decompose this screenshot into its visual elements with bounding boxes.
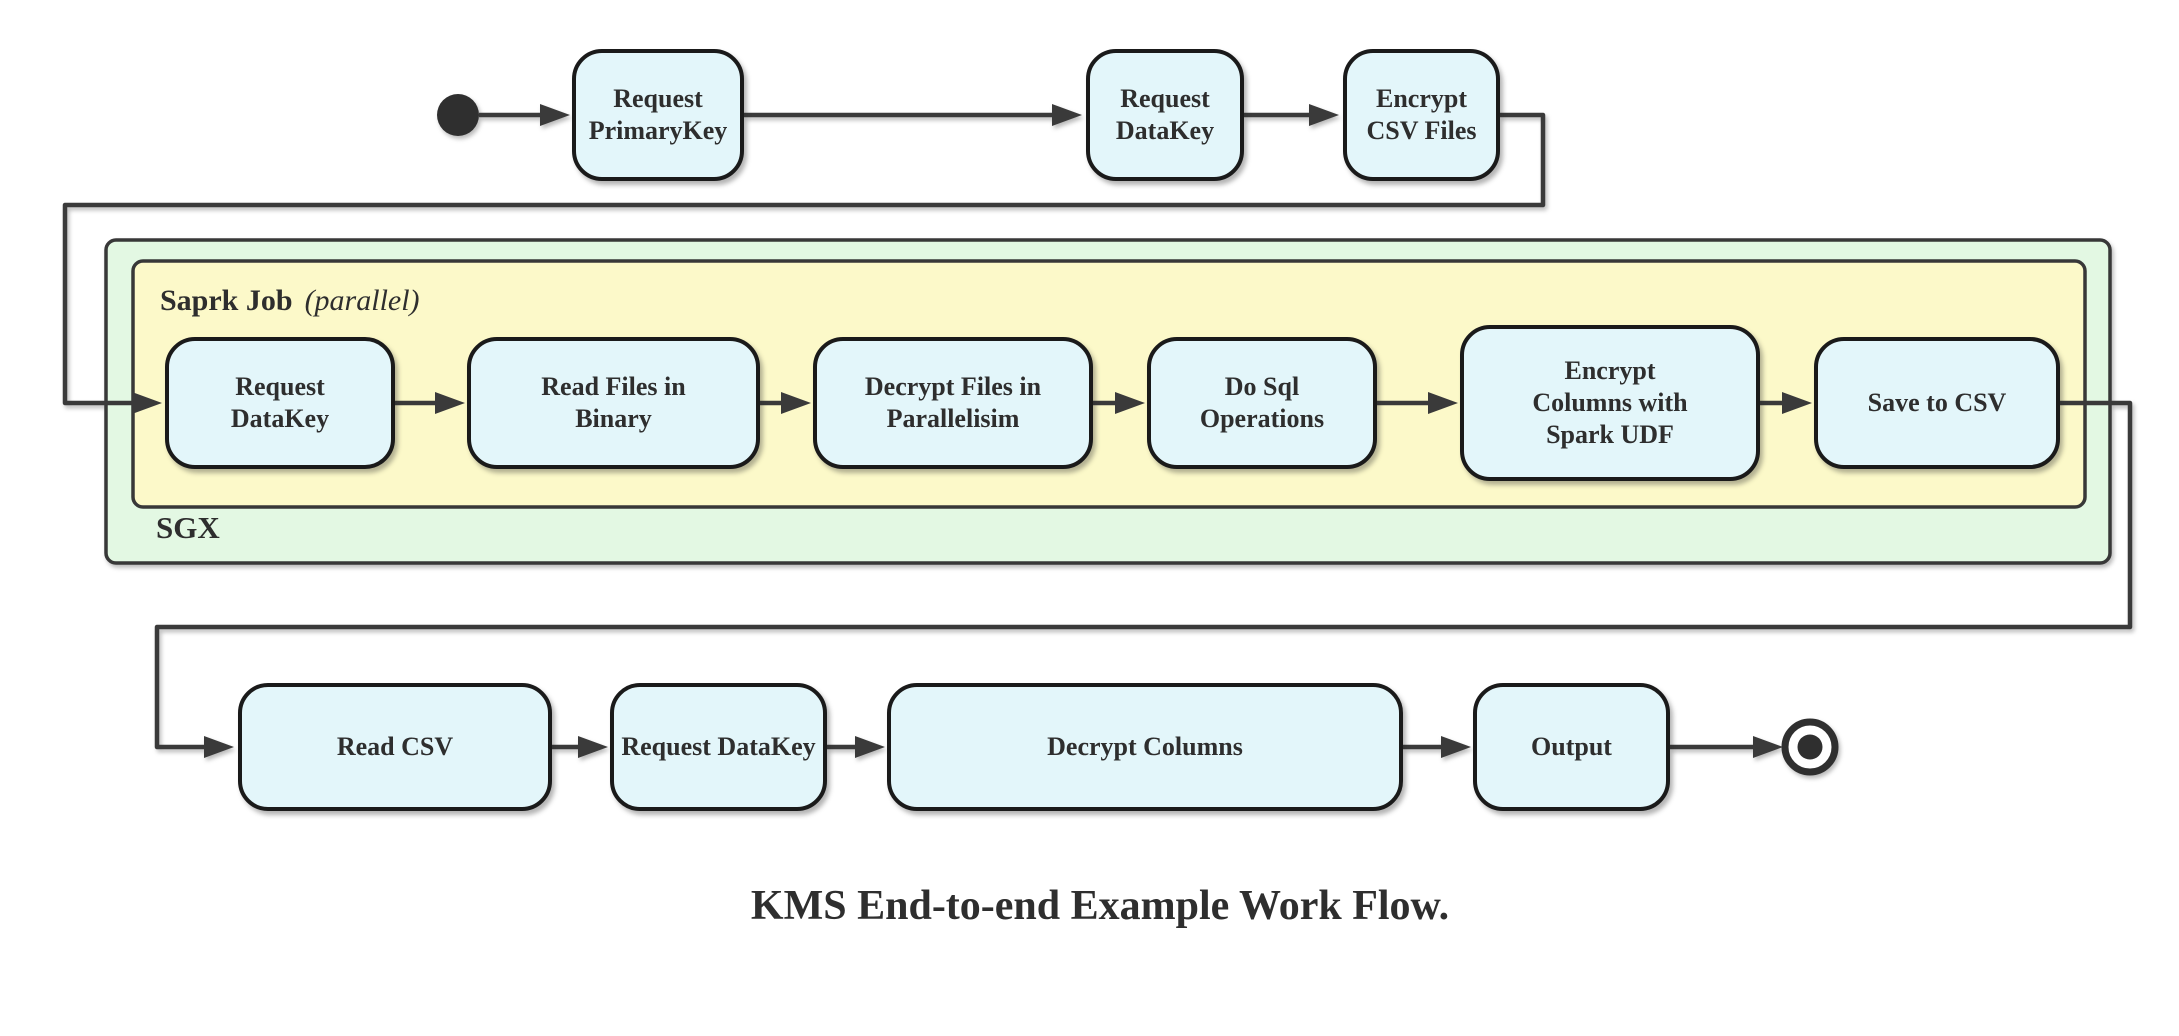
- node-label: Output: [1531, 732, 1612, 762]
- node-decrypt-columns: Decrypt Columns: [887, 683, 1403, 811]
- arrowhead-icon: [132, 392, 162, 414]
- edge-save-csv-to-read-csv: [154, 400, 2133, 750]
- end-node-inner-icon: [1797, 734, 1823, 760]
- node-decrypt-files-in-parallelisim: Decrypt Files in Parallelisim: [813, 337, 1093, 469]
- edge-encrypt-csv-to-spark-request-datakey: [62, 112, 1546, 406]
- arrowhead-icon: [855, 736, 885, 758]
- node-request-datakey-bottom: Request DataKey: [610, 683, 827, 811]
- node-output: Output: [1473, 683, 1670, 811]
- node-label: Encrypt Columns with Spark UDF: [1532, 356, 1688, 449]
- arrowhead-icon: [1428, 392, 1458, 414]
- node-label: Request DataKey: [621, 732, 816, 762]
- spark-job-container-label: Saprk Job (parallel): [160, 284, 420, 318]
- start-node-icon: [437, 94, 479, 136]
- arrowhead-icon: [781, 392, 811, 414]
- spark-job-container: [131, 259, 2087, 509]
- node-label: Read Files in Binary: [541, 372, 686, 433]
- node-label: Read CSV: [336, 732, 454, 762]
- node-read-csv: Read CSV: [238, 683, 552, 811]
- arrowhead-icon: [1052, 104, 1082, 126]
- node-save-to-csv: Save to CSV: [1814, 337, 2060, 469]
- sgx-container-label: SGX: [156, 510, 220, 545]
- arrowhead-icon: [1115, 392, 1145, 414]
- node-label: Do Sql Operations: [1199, 372, 1325, 433]
- node-do-sql-operations: Do Sql Operations: [1147, 337, 1377, 469]
- spark-job-label-text: Saprk Job: [160, 284, 293, 317]
- arrowhead-icon: [578, 736, 608, 758]
- node-label: Decrypt Files in Parallelisim: [864, 372, 1042, 433]
- node-read-files-in-binary: Read Files in Binary: [467, 337, 760, 469]
- diagram-caption: KMS End-to-end Example Work Flow.: [750, 883, 1450, 929]
- node-label: Request DataKey: [1115, 84, 1215, 145]
- spark-job-parallel-text: (parallel): [304, 284, 420, 317]
- node-label: Request DataKey: [230, 372, 330, 433]
- node-request-datakey-spark: Request DataKey: [165, 337, 395, 469]
- arrowhead-icon: [1309, 104, 1339, 126]
- arrowhead-icon: [1782, 392, 1812, 414]
- node-encrypt-columns-with-spark-udf: Encrypt Columns with Spark UDF: [1460, 325, 1760, 481]
- node-label: Encrypt CSV Files: [1366, 84, 1477, 145]
- arrowhead-icon: [1753, 736, 1783, 758]
- node-label: Decrypt Columns: [1047, 732, 1243, 762]
- arrowhead-icon: [435, 392, 465, 414]
- node-encrypt-csv-files: Encrypt CSV Files: [1343, 49, 1500, 181]
- node-request-primarykey: Request PrimaryKey: [572, 49, 744, 181]
- arrowhead-icon: [540, 104, 570, 126]
- node-request-datakey-top: Request DataKey: [1086, 49, 1244, 181]
- arrowhead-icon: [204, 736, 234, 758]
- node-label: Request PrimaryKey: [588, 84, 728, 145]
- node-label: Save to CSV: [1867, 388, 2007, 418]
- arrowhead-icon: [1441, 736, 1471, 758]
